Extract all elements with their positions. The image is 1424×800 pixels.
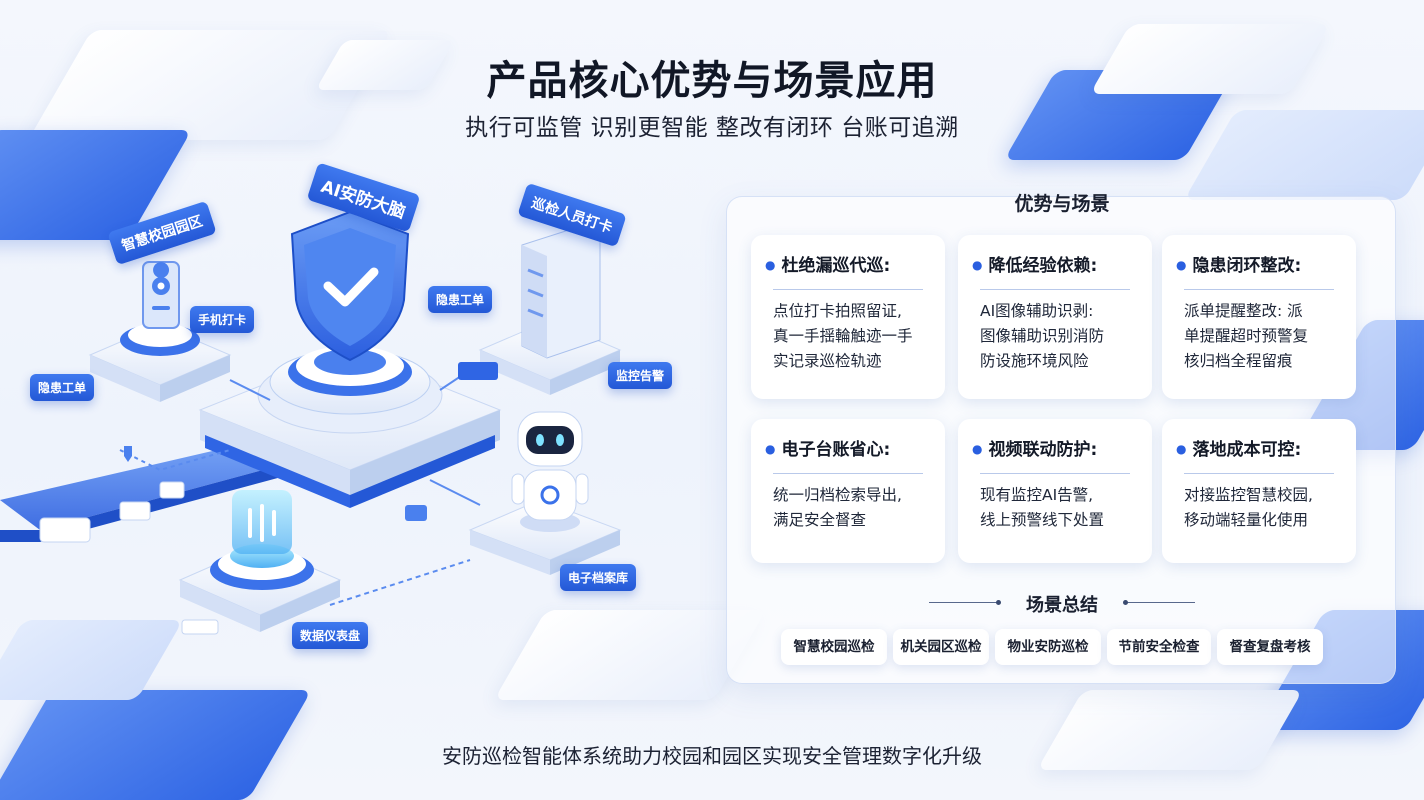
bullet-icon: ● bbox=[1176, 442, 1187, 456]
summary-title: 场景总结 bbox=[1026, 595, 1098, 616]
advantage-card: ●杜绝漏巡代巡: 点位打卡拍照留证, 真一手揺輪触迹一手 实记录巡检轨迹 bbox=[751, 235, 945, 399]
scenario-tag: 物业安防巡检 bbox=[995, 629, 1101, 665]
scenario-tag: 节前安全检查 bbox=[1107, 629, 1211, 665]
summary-divider-right bbox=[1123, 600, 1195, 605]
robot-assistant-icon bbox=[468, 411, 622, 575]
card-divider bbox=[980, 473, 1130, 474]
card-divider bbox=[1184, 473, 1334, 474]
page-subtitle: 执行可监管 识别更智能 整改有闭环 台账可追溯 bbox=[465, 115, 959, 141]
card-text: AI图像辅助识剥: 图像辅助识别消防 防设施环境风险 bbox=[980, 302, 1105, 370]
card-divider bbox=[773, 289, 923, 290]
scenario-tag: 督查复盘考核 bbox=[1217, 629, 1323, 665]
card-text: 派单提醒整改: 派 单提醒超时预警复 核归档全程留痕 bbox=[1184, 302, 1309, 370]
callout-hazard-ticket-left: 隐患工单 bbox=[30, 374, 95, 401]
callout-dashboard: 数据仪表盘 bbox=[292, 622, 369, 649]
card-title: ●电子台账省心: bbox=[765, 440, 891, 460]
callout-e-archive: 电子档案库 bbox=[560, 564, 637, 591]
card-divider bbox=[1184, 289, 1334, 290]
card-text: 统一归档检索导出, 满足安全督查 bbox=[773, 486, 902, 529]
isometric-illustration: AI安防大脑 智慧校园园区 巡检人员打卡 手机打卡 隐患工单 隐患工单 监控告警… bbox=[0, 150, 720, 710]
advantage-card: ●落地成本可控: 对接监控智慧校园, 移动端轻量化使用 bbox=[1162, 419, 1356, 563]
callout-mobile-checkin: 手机打卡 bbox=[190, 306, 255, 333]
card-text: 对接监控智慧校园, 移动端轻量化使用 bbox=[1184, 486, 1313, 529]
card-title: ●视频联动防护: bbox=[972, 440, 1098, 460]
advantages-panel: 优势与场景 ●杜绝漏巡代巡: 点位打卡拍照留证, 真一手揺輪触迹一手 实记录巡检… bbox=[726, 193, 1396, 684]
card-title: ●杜绝漏巡代巡: bbox=[765, 256, 891, 276]
card-text: 点位打卡拍照留证, 真一手揺輪触迹一手 实记录巡检轨迹 bbox=[773, 302, 913, 370]
advantage-card: ●视频联动防护: 现有监控AI告警, 线上预警线下处置 bbox=[958, 419, 1152, 563]
footer-caption: 安防巡检智能体系统助力校园和园区实现安全管理数字化升级 bbox=[442, 744, 982, 768]
campus-pedestal bbox=[88, 261, 232, 402]
page-title: 产品核心优势与场景应用 bbox=[486, 58, 938, 104]
bullet-icon: ● bbox=[765, 442, 776, 456]
summary-divider-left bbox=[929, 600, 1001, 605]
card-divider bbox=[980, 289, 1130, 290]
callout-monitor-alert: 监控告警 bbox=[608, 362, 673, 389]
ai-shield-icon bbox=[290, 210, 410, 362]
card-divider bbox=[773, 473, 923, 474]
platform-scene-graphic bbox=[0, 210, 622, 635]
advantage-card: ●降低经验依赖: AI图像辅助识剥: 图像辅助识别消防 防设施环境风险 bbox=[958, 235, 1152, 399]
callout-hazard-ticket-center: 隐患工单 bbox=[428, 286, 493, 313]
panel-title: 优势与场景 bbox=[1014, 193, 1110, 215]
bullet-icon: ● bbox=[1176, 258, 1187, 272]
advantage-card: ●隐患闭环整改: 派单提醒整改: 派 单提醒超时预警复 核归档全程留痕 bbox=[1162, 235, 1356, 399]
advantage-card: ●电子台账省心: 统一归档检索导出, 满足安全督查 bbox=[751, 419, 945, 563]
card-title: ●隐患闭环整改: bbox=[1176, 256, 1302, 276]
card-title: ●落地成本可控: bbox=[1176, 440, 1302, 460]
dashboard-pedestal bbox=[178, 490, 342, 632]
small-device-markers bbox=[39, 362, 498, 635]
bullet-icon: ● bbox=[972, 442, 983, 456]
scenario-tag: 智慧校园巡检 bbox=[781, 629, 887, 665]
card-title: ●降低经验依赖: bbox=[972, 256, 1098, 276]
bullet-icon: ● bbox=[972, 258, 983, 272]
patrol-cabinet bbox=[478, 227, 622, 395]
scenario-tag: 机关园区巡检 bbox=[893, 629, 989, 665]
card-text: 现有监控AI告警, 线上预警线下处置 bbox=[980, 486, 1105, 529]
bullet-icon: ● bbox=[765, 258, 776, 272]
